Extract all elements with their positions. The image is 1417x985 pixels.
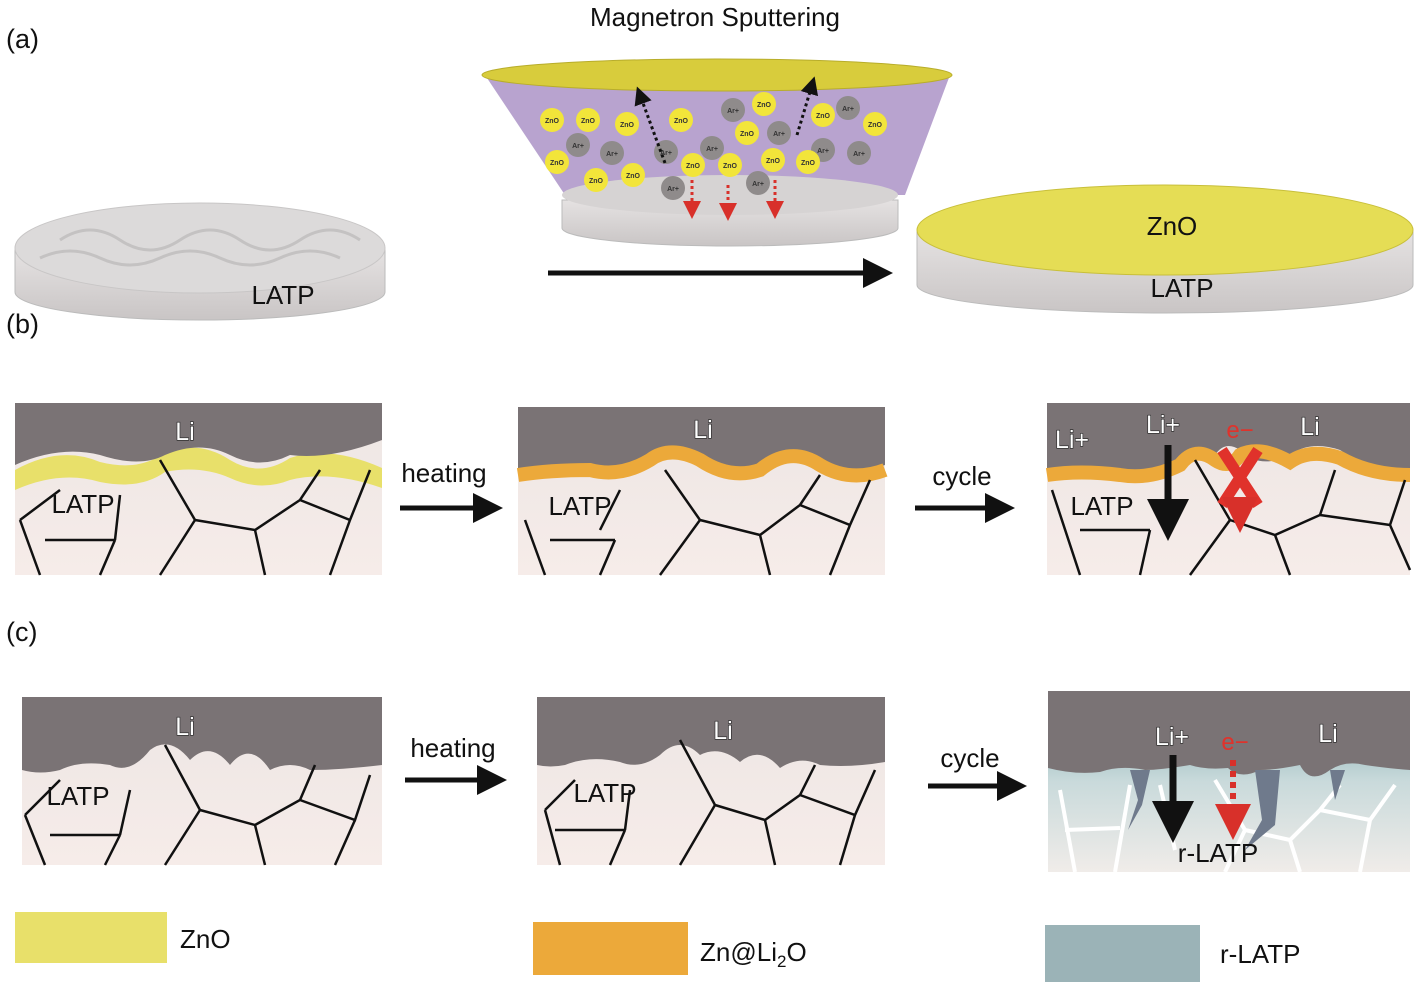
ar-ion-particle bbox=[746, 171, 770, 195]
ar-ion-particle bbox=[654, 140, 678, 164]
panel-b-step2: Li LATP bbox=[516, 407, 888, 576]
latp-label-right: LATP bbox=[1150, 273, 1213, 303]
heating-label: heating bbox=[401, 458, 486, 488]
zno-particle bbox=[735, 121, 759, 145]
heating-label: heating bbox=[410, 733, 495, 763]
particle-label: ZnO bbox=[723, 163, 738, 170]
panel-c-step2: Li LATP bbox=[537, 697, 885, 866]
zno-particle bbox=[796, 150, 820, 174]
legend-label-zno: ZnO bbox=[180, 924, 231, 954]
li-label: Li bbox=[713, 717, 732, 745]
latp-label-left: LATP bbox=[251, 280, 314, 310]
particle-label: Ar+ bbox=[660, 150, 672, 157]
blocked-x-icon bbox=[1217, 446, 1263, 509]
panel-b-step1: Li LATP bbox=[15, 403, 382, 576]
latp-label: LATP bbox=[548, 491, 611, 521]
zno-particle bbox=[681, 153, 705, 177]
particle-label: ZnO bbox=[545, 118, 560, 125]
rlatp-label: r-LATP bbox=[1178, 838, 1258, 868]
ar-ion-particle bbox=[847, 141, 871, 165]
legend-swatch-r-latp bbox=[1045, 925, 1200, 982]
legend-swatch-zno bbox=[15, 912, 167, 963]
particle-label: Ar+ bbox=[706, 146, 718, 153]
particle-label: Ar+ bbox=[606, 151, 618, 158]
li-label: Li bbox=[175, 418, 194, 446]
zno-particle bbox=[761, 148, 785, 172]
zno-particle bbox=[718, 153, 742, 177]
legend-label-r-latp: r-LATP bbox=[1220, 939, 1300, 969]
li-label: Li bbox=[1318, 720, 1337, 748]
particle-label: Ar+ bbox=[727, 108, 739, 115]
li-ion-label: Li+ bbox=[1155, 723, 1189, 751]
panel-label-c: (c) bbox=[6, 617, 37, 647]
particle-label: Ar+ bbox=[752, 181, 764, 188]
sputtering-title: Magnetron Sputtering bbox=[590, 2, 840, 32]
zno-particle bbox=[540, 108, 564, 132]
legend: ZnO Zn@Li2O r-LATP bbox=[15, 912, 1300, 982]
li-label: Li bbox=[693, 416, 712, 444]
particle-label: ZnO bbox=[757, 102, 772, 109]
particle-label: ZnO bbox=[740, 131, 755, 138]
ar-ion-particle bbox=[721, 98, 745, 122]
ar-ion-particle bbox=[700, 136, 724, 160]
zno-particle bbox=[615, 112, 639, 136]
particle-label: ZnO bbox=[620, 122, 635, 129]
li-ion-label-left: Li+ bbox=[1055, 426, 1089, 454]
particle-label: Ar+ bbox=[842, 106, 854, 113]
cycle-label: cycle bbox=[940, 743, 999, 773]
panel-b-step3: Li+ Li+ e− Li LATP bbox=[1045, 403, 1412, 576]
panel-label-a: (a) bbox=[6, 24, 39, 54]
ar-ion-particle bbox=[767, 121, 791, 145]
particle-label: ZnO bbox=[550, 160, 565, 167]
legend-label-zn-li2o: Zn@Li2O bbox=[700, 937, 807, 971]
particle-label: ZnO bbox=[868, 122, 883, 129]
latp-label: LATP bbox=[51, 489, 114, 519]
ar-ion-particle bbox=[600, 141, 624, 165]
latp-label: LATP bbox=[46, 781, 109, 811]
zno-coated-disk: ZnO LATP bbox=[916, 184, 1414, 314]
zno-particle bbox=[584, 168, 608, 192]
li-ion-label: Li+ bbox=[1146, 411, 1180, 439]
ar-ion-particle bbox=[836, 96, 860, 120]
particle-label: ZnO bbox=[766, 158, 781, 165]
zno-particle bbox=[811, 103, 835, 127]
latp-disk-left: LATP bbox=[14, 202, 386, 321]
zno-particle bbox=[545, 150, 569, 174]
zno-label: ZnO bbox=[1147, 211, 1198, 241]
particle-label: Ar+ bbox=[667, 186, 679, 193]
particle-label: Ar+ bbox=[572, 143, 584, 150]
particle-label: Ar+ bbox=[853, 151, 865, 158]
particle-label: Ar+ bbox=[817, 148, 829, 155]
ar-ion-particle bbox=[661, 176, 685, 200]
zno-particle bbox=[621, 163, 645, 187]
panel-c-step1: Li LATP bbox=[22, 697, 382, 866]
zno-particle bbox=[752, 92, 776, 116]
zno-particle bbox=[863, 112, 887, 136]
electron-label: e− bbox=[1226, 417, 1253, 444]
legend-swatch-zn-li2o bbox=[533, 922, 688, 975]
particle-label: ZnO bbox=[674, 118, 689, 125]
panel-c-step3: Li+ e− Li r-LATP bbox=[1048, 691, 1410, 873]
particle-label: Ar+ bbox=[773, 131, 785, 138]
particle-label: ZnO bbox=[581, 118, 596, 125]
particle-label: ZnO bbox=[589, 178, 604, 185]
particle-label: ZnO bbox=[801, 160, 816, 167]
zno-particle bbox=[669, 108, 693, 132]
latp-label: LATP bbox=[573, 778, 636, 808]
ar-ion-particle bbox=[566, 133, 590, 157]
latp-label: LATP bbox=[1070, 491, 1133, 521]
panel-label-b: (b) bbox=[6, 309, 39, 339]
zno-particle bbox=[576, 108, 600, 132]
li-label: Li bbox=[175, 713, 194, 741]
electron-label: e− bbox=[1221, 729, 1248, 756]
particle-label: ZnO bbox=[626, 173, 641, 180]
cycle-label: cycle bbox=[932, 461, 991, 491]
particle-label: ZnO bbox=[816, 113, 831, 120]
li-label: Li bbox=[1300, 413, 1319, 441]
particle-label: ZnO bbox=[686, 163, 701, 170]
